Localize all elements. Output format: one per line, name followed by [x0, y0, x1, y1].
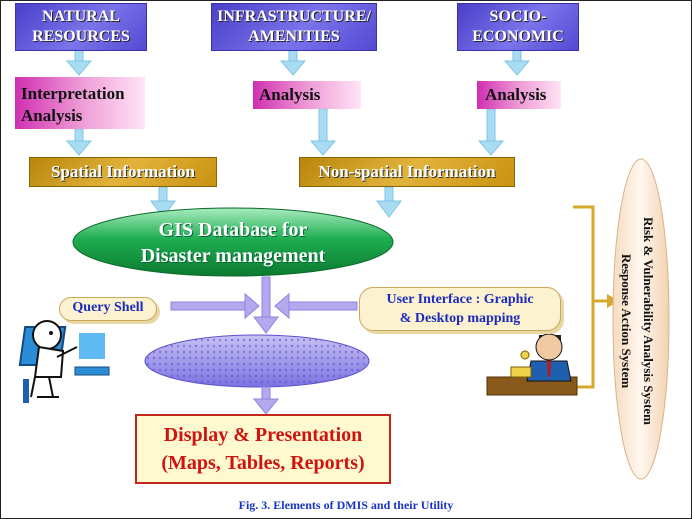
- natural-resources-label: NATURAL RESOURCES: [32, 8, 130, 45]
- person-at-computer-icon: [18, 320, 110, 403]
- interpretation-analysis-label: Interpretation Analysis: [21, 84, 125, 125]
- non-spatial-information-box: Non-spatial Information: [299, 157, 515, 187]
- query-ellipse-dots: [145, 335, 369, 387]
- analysis-right-bg: [477, 81, 561, 109]
- person-at-desk-icon: [486, 333, 578, 396]
- user-interface-bubble: User Interface : Graphic & Desktop mappi…: [359, 287, 561, 331]
- non-spatial-information-label: Non-spatial Information: [318, 162, 496, 181]
- arrow-spatial-to-db: [150, 186, 176, 218]
- arrow-db-to-query: [253, 276, 279, 334]
- spatial-information-label: Spatial Information: [50, 162, 196, 181]
- arrow-natural-to-interp: [65, 48, 93, 76]
- arrow-query-to-display: [252, 386, 280, 415]
- side-system-ellipse: [612, 158, 670, 480]
- figure-caption: Fig. 3. Elements of DMIS and their Utili…: [238, 498, 454, 512]
- spatial-information-box: Spatial Information: [29, 157, 217, 187]
- natural-resources-box: NATURAL RESOURCES: [15, 3, 147, 51]
- query-shell-label: Query Shell: [72, 300, 144, 315]
- infrastructure-amenities-label: INFRASTRUCTURE/ AMENITIES: [217, 8, 371, 45]
- display-presentation-box: Display & Presentation (Maps, Tables, Re…: [135, 414, 391, 484]
- arrow-ui-to-center: [274, 292, 358, 320]
- interpretation-bg: [15, 77, 145, 129]
- arrow-interp-to-spatial: [65, 128, 93, 156]
- user-interface-label: User Interface : Graphic & Desktop mappi…: [386, 292, 534, 326]
- gis-database-ellipse: [72, 207, 394, 277]
- arrow-nonspatial-to-db: [376, 186, 402, 218]
- analysis-right-label: Analysis: [485, 85, 547, 104]
- arrow-queryshell-to-center: [170, 292, 260, 320]
- query-shell-bubble: Query Shell: [59, 297, 157, 321]
- arrow-infra-to-analysis: [279, 48, 307, 76]
- socio-economic-box: SOCIO- ECONOMIC: [457, 3, 579, 51]
- arrow-analysis-to-nonspatial: [309, 108, 337, 156]
- display-presentation-label: Display & Presentation (Maps, Tables, Re…: [161, 424, 365, 474]
- side-system-label: Risk & Vulnerability Analysis System Res…: [619, 216, 656, 426]
- arrow-analysis-right-to-nonspatial: [477, 108, 505, 156]
- socio-economic-label: SOCIO- ECONOMIC: [472, 8, 564, 45]
- gis-database-label: GIS Database for Disaster management: [140, 219, 326, 267]
- analysis-mid-bg: [253, 81, 361, 109]
- side-bracket: [573, 205, 595, 389]
- analysis-mid-label: Analysis: [259, 85, 321, 104]
- side-system: Risk & Vulnerability Analysis System Res…: [597, 161, 677, 481]
- arrow-socio-to-analysis: [503, 48, 531, 76]
- infrastructure-amenities-box: INFRASTRUCTURE/ AMENITIES: [211, 3, 377, 51]
